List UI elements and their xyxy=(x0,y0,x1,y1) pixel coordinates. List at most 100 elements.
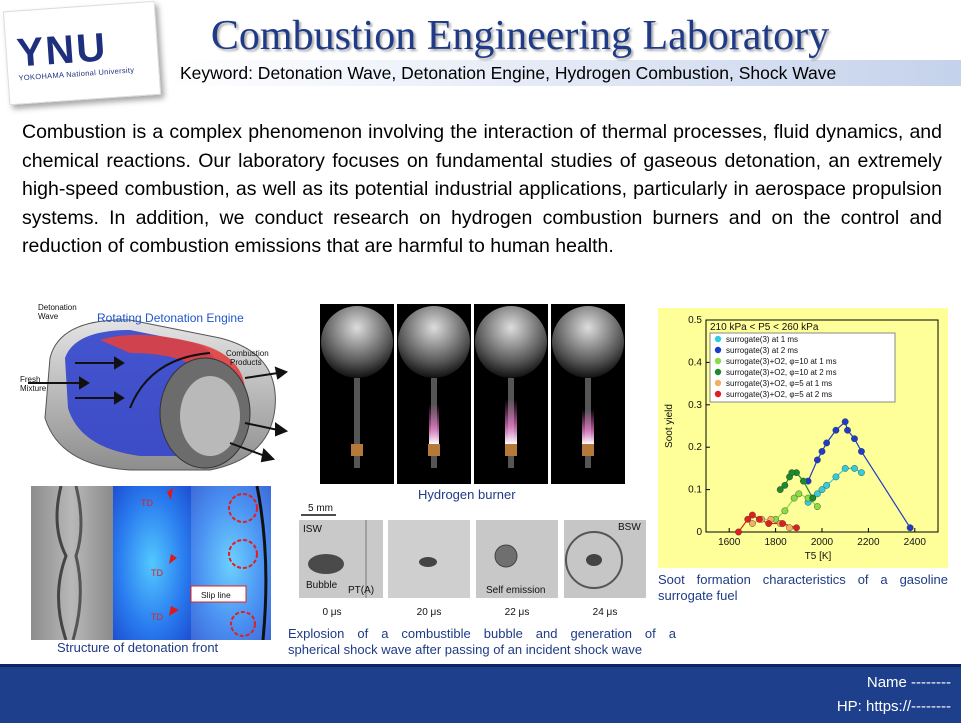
data-point xyxy=(786,524,793,532)
y-tick-label: 0 xyxy=(696,527,702,538)
title-bar-gradient xyxy=(168,60,961,86)
scale-label: 5 mm xyxy=(308,503,333,514)
bubble-caption-line1: Explosion of a combustible bubble and ge… xyxy=(288,626,676,641)
label-detonation: Detonation xyxy=(38,303,77,312)
data-point xyxy=(813,456,821,464)
pt-label: PT(A) xyxy=(348,585,374,596)
data-point xyxy=(823,439,831,447)
legend-label: surrogate(3)+O2, φ=10 at 2 ms xyxy=(726,368,837,377)
x-tick-label: 2400 xyxy=(904,537,927,548)
data-point xyxy=(749,520,756,527)
data-point xyxy=(813,490,821,498)
data-point xyxy=(788,469,796,477)
x-tick-label: 2000 xyxy=(811,537,834,548)
data-point xyxy=(744,515,752,523)
rde-diagram: Rotating Detonation Engine Detonation Wa… xyxy=(20,303,289,471)
bubble-explosion-images: 5 mm ISW Bubble PT(A) Self emission BSW … xyxy=(299,503,646,618)
label-fresh: Fresh xyxy=(20,375,40,384)
data-point xyxy=(790,494,798,502)
legend-label: surrogate(3)+O2, φ=10 at 1 ms xyxy=(726,357,837,366)
bubble-label: Bubble xyxy=(306,580,338,591)
hydrogen-burner-images xyxy=(320,304,625,484)
legend-label: surrogate(3)+O2, φ=5 at 1 ms xyxy=(726,379,832,388)
data-point xyxy=(735,528,742,536)
y-tick-label: 0.2 xyxy=(688,442,702,453)
y-tick-label: 0.4 xyxy=(688,357,702,368)
legend-label: surrogate(3)+O2, φ=5 at 2 ms xyxy=(726,390,832,399)
data-point xyxy=(793,524,800,532)
legend-box xyxy=(709,332,896,403)
data-point xyxy=(823,481,831,489)
rde-title: Rotating Detonation Engine xyxy=(97,311,244,325)
soot-caption-line2: surrogate fuel xyxy=(658,588,738,603)
legend-marker xyxy=(714,335,722,343)
slip-line-label: Slip line xyxy=(201,590,231,600)
data-point xyxy=(851,435,858,443)
data-point xyxy=(841,464,849,472)
legend-label: surrogate(3) at 1 ms xyxy=(726,335,798,344)
x-axis-label: T5 [K] xyxy=(805,551,832,562)
footer-homepage[interactable]: HP: https://-------- xyxy=(836,698,951,715)
data-point xyxy=(765,520,773,527)
data-point xyxy=(755,515,763,523)
time-2: 22 μs xyxy=(505,607,530,618)
data-point xyxy=(813,503,821,510)
x-tick-label: 2200 xyxy=(857,537,880,548)
detonation-front-caption: Structure of detonation front xyxy=(57,640,219,655)
y-axis-label: Soot yield xyxy=(664,404,675,448)
data-point xyxy=(851,464,858,472)
series-curve xyxy=(807,420,911,529)
data-point xyxy=(832,473,840,481)
legend-marker xyxy=(714,357,722,365)
detonation-front-images: TD TD TD Slip line xyxy=(31,486,271,640)
x-tick-label: 1600 xyxy=(718,537,741,548)
hydrogen-burner-caption: Hydrogen burner xyxy=(418,487,516,502)
data-point xyxy=(906,524,914,532)
legend-marker xyxy=(714,368,722,376)
data-point xyxy=(749,511,756,519)
td-label-1: TD xyxy=(141,498,153,508)
data-point xyxy=(841,418,849,426)
data-point xyxy=(781,481,789,489)
ynu-logo: YNU YOKOHAMA National University xyxy=(2,0,162,106)
time-1: 20 μs xyxy=(417,607,442,618)
data-point xyxy=(818,486,826,494)
y-tick-label: 0.3 xyxy=(688,400,702,411)
label-products: Products xyxy=(230,358,262,367)
data-point xyxy=(818,448,826,455)
data-point xyxy=(781,507,789,515)
keywords: Keyword: Detonation Wave, Detonation Eng… xyxy=(180,63,837,83)
data-point xyxy=(776,486,784,494)
data-point xyxy=(809,494,817,502)
soot-yield-chart: 0 0.1 0.2 0.3 0.4 0.5 1600 1800 2000 2200 2400 su… xyxy=(658,308,948,568)
chart-title: 210 kPa < P5 < 260 kPa xyxy=(710,322,819,333)
page-title: Combustion Engineering Laboratory xyxy=(210,13,830,59)
data-point xyxy=(858,448,865,455)
data-point xyxy=(832,426,840,434)
label-mixture: Mixture xyxy=(20,384,47,393)
self-emission-label: Self emission xyxy=(486,585,545,596)
time-3: 24 μs xyxy=(593,607,618,618)
label-wave: Wave xyxy=(38,312,59,321)
y-tick-label: 0.5 xyxy=(688,315,702,326)
td-label-3: TD xyxy=(151,612,163,622)
data-point xyxy=(800,477,807,485)
data-point xyxy=(779,520,786,527)
y-tick-label: 0.1 xyxy=(688,485,702,496)
isw-label: ISW xyxy=(303,524,322,535)
x-tick-label: 1800 xyxy=(764,537,787,548)
data-point xyxy=(844,426,851,434)
bubble-caption-line2: spherical shock wave after passing of an… xyxy=(288,642,643,657)
data-point xyxy=(858,469,865,477)
time-0: 0 μs xyxy=(322,607,341,618)
legend-marker xyxy=(714,379,722,387)
legend-marker xyxy=(714,390,722,398)
footer-bar xyxy=(0,664,961,723)
data-point xyxy=(795,490,803,498)
legend-marker xyxy=(714,346,722,354)
bsw-label: BSW xyxy=(618,522,641,533)
legend-label: surrogate(3) at 2 ms xyxy=(726,346,798,355)
footer-name: Name -------- xyxy=(866,674,951,691)
soot-caption-line1: Soot formation characteristics of a gaso… xyxy=(658,572,948,587)
intro-paragraph: Combustion is a complex phenomenon invol… xyxy=(22,121,942,257)
